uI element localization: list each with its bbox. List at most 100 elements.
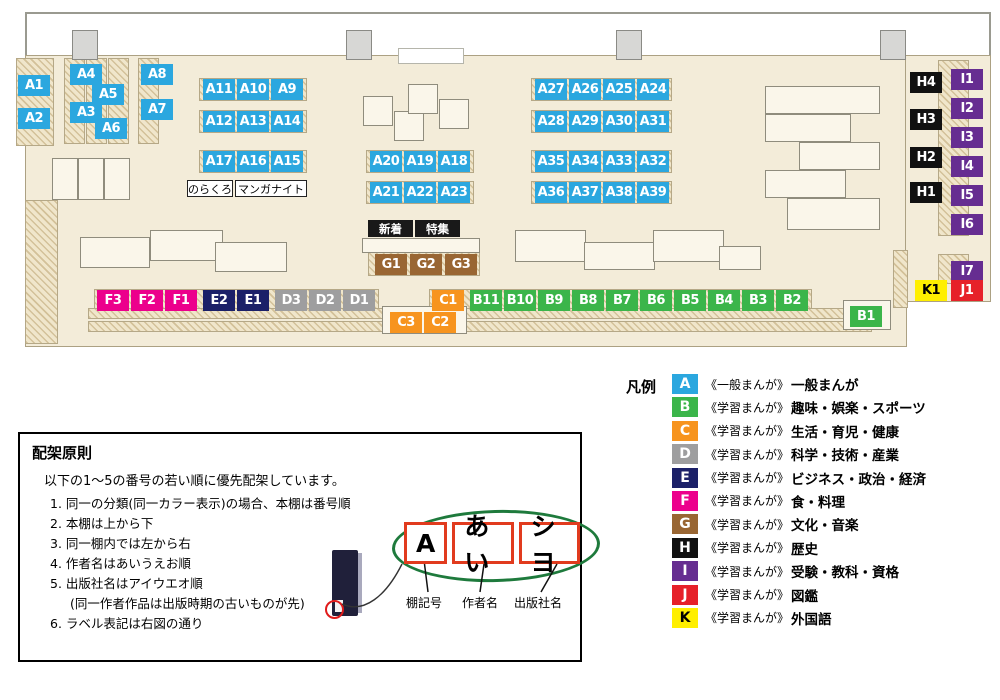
shelf-block [363,96,393,126]
shelf-label-A28: A28 [535,111,567,132]
shelf-block [408,84,438,114]
shelf-hatch [16,58,54,146]
principle-rule: 2. 本棚は上から下 [50,516,154,531]
shelf-label-A15: A15 [271,151,303,172]
shelf-label-A12: A12 [203,111,235,132]
principle-rule: 6. ラベル表記は右図の通り [50,616,204,631]
legend-row-K: K《学習まんが》外国語 [672,607,926,628]
shelf-label-A13: A13 [237,111,269,132]
label-captions: 棚記号作者名出版社名 [406,594,562,611]
label-highlight-circle-icon [325,600,344,619]
legend-color-box-I: I [672,561,699,582]
sign-のらくろ: のらくろ [187,180,233,197]
legend-row-D: D《学習まんが》科学・技術・産業 [672,444,926,465]
legend-row-E: E《学習まんが》ビジネス・政治・経済 [672,467,927,488]
shelf-block [439,99,469,129]
legend-color-box-C: C [672,420,699,441]
shelf-label-A9: A9 [271,79,303,100]
book-pages-edge [358,553,362,613]
shelf-label-I7: I7 [951,261,983,282]
shelf-label-A18: A18 [438,151,470,172]
legend-color-box-B: B [672,397,699,418]
shelf-label-A37: A37 [569,182,601,203]
legend-category: 《一般まんが》 [705,377,790,392]
shelf-label-E1: E1 [237,290,269,311]
shelf-label-F3: F3 [97,290,129,311]
shelf-label-B10: B10 [504,290,536,311]
shelf-label-I5: I5 [951,185,983,206]
pillar [346,30,372,60]
shelf-block [215,242,287,272]
legend-label: 図鑑 [791,588,819,605]
legend-label: 科学・技術・産業 [791,448,900,465]
legend-label: 趣味・娯楽・スポーツ [791,401,926,418]
shelf-label-A32: A32 [637,151,669,172]
shelf-block [765,170,846,198]
shelf-label-A16: A16 [237,151,269,172]
legend-label: 外国語 [791,611,832,628]
shelf-label-A21: A21 [370,182,402,203]
legend-label: 受験・教科・資格 [791,565,900,582]
shelf-label-A1: A1 [18,75,50,96]
shelf-label-A30: A30 [603,111,635,132]
principle-rule: 1. 同一の分類(同一カラー表示)の場合、本棚は番号順 [50,496,351,511]
legend-label: 歴史 [791,541,819,558]
principle-rule: 3. 同一棚内では左から右 [50,536,191,551]
shelf-block [584,242,655,270]
shelf-label-A39: A39 [637,182,669,203]
sign-特集: 特集 [415,220,460,237]
shelf-label-A23: A23 [438,182,470,203]
legend-row-C: C《学習まんが》生活・育児・健康 [672,420,926,441]
legend-row-J: J《学習まんが》図鑑 [672,584,926,605]
legend-label: 一般まんが [791,378,859,394]
shelf-label-I3: I3 [951,127,983,148]
legend-row-H: H《学習まんが》歴史 [672,537,926,558]
shelf-label-C3: C3 [390,312,422,333]
shelf-label-A4: A4 [70,64,102,85]
shelf-label-G1: G1 [375,254,407,275]
shelf-block [104,158,130,200]
legend-category: 《学習まんが》 [705,494,790,509]
shelf-label-A29: A29 [569,111,601,132]
shelf-hatch [88,321,872,332]
legend-category: 《学習まんが》 [705,611,790,626]
shelf-label-I2: I2 [951,98,983,119]
legend-category: 《学習まんが》 [705,424,790,439]
legend-title: 凡例 [626,378,657,396]
shelf-label-A36: A36 [535,182,567,203]
shelf-block [719,246,761,270]
legend-color-box-H: H [672,537,699,558]
shelf-label-A17: A17 [203,151,235,172]
shelf-label-F2: F2 [131,290,163,311]
shelf-label-H2: H2 [910,147,942,168]
principles-rules: 1. 同一の分類(同一カラー表示)の場合、本棚は番号順 2. 本棚は上から下 3. … [50,494,351,634]
legend-color-box-E: E [672,467,699,488]
shelf-label-A27: A27 [535,79,567,100]
legend-row-G: G《学習まんが》文化・音楽 [672,514,926,535]
shelf-label-D3: D3 [275,290,307,311]
shelf-label-F1: F1 [165,290,197,311]
shelf-block [799,142,880,170]
legend-label: ビジネス・政治・経済 [791,471,927,488]
entrance-gap [398,48,464,64]
shelf-label-A6: A6 [95,118,127,139]
shelf-label-I1: I1 [951,69,983,90]
shelf-label-A5: A5 [92,84,124,105]
shelf-label-E2: E2 [203,290,235,311]
shelf-label-A11: A11 [203,79,235,100]
shelf-label-A34: A34 [569,151,601,172]
principles-panel: 配架原則 以下の1〜5の番号の若い順に優先配架しています。 1. 同一の分類(同… [18,432,601,662]
shelf-block [78,158,104,200]
outer-wall [25,12,991,57]
shelf-label-A25: A25 [603,79,635,100]
shelf-label-A2: A2 [18,108,50,129]
legend-color-box-J: J [672,584,699,605]
shelf-label-C2: C2 [424,312,456,333]
pillar [72,30,98,60]
principle-rule: 4. 作者名はあいうえお順 [50,556,191,571]
shelf-label-D1: D1 [343,290,375,311]
